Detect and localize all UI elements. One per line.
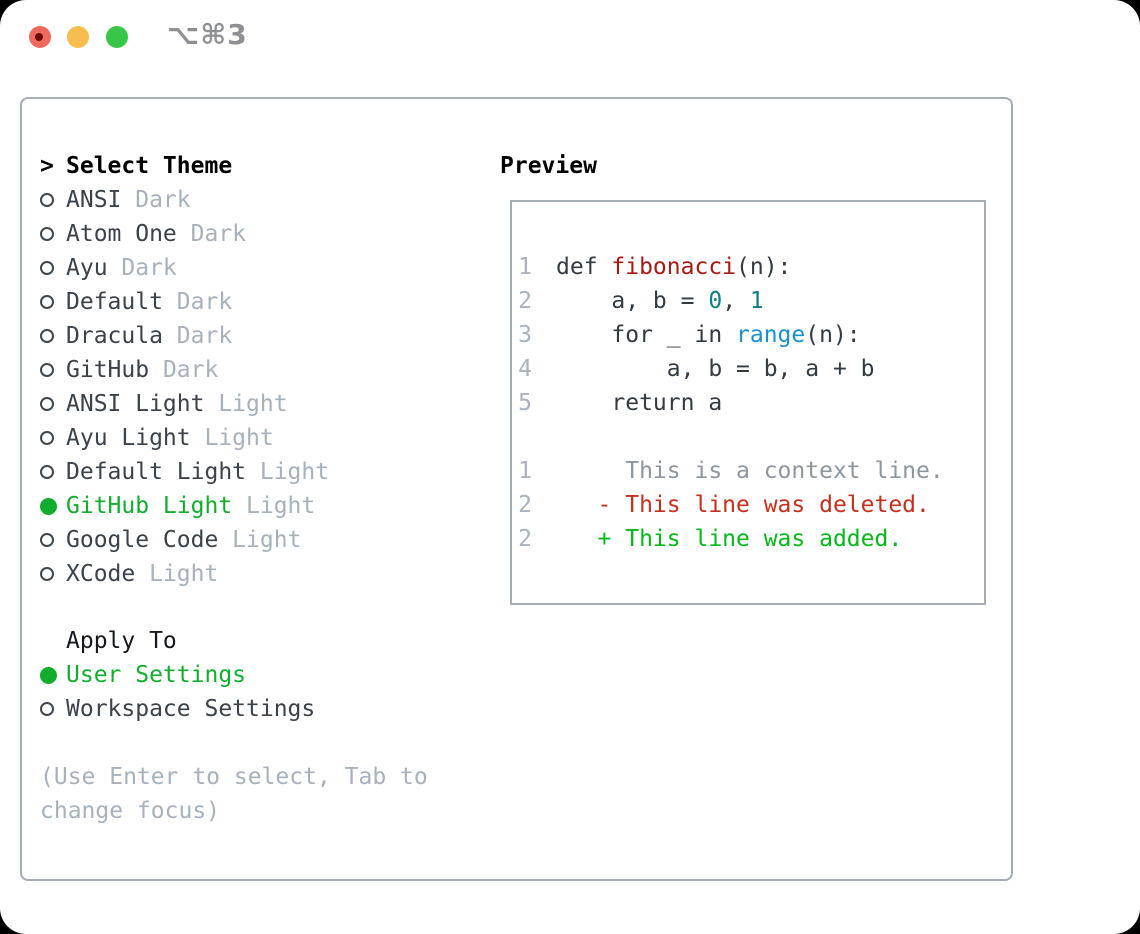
line-number: 3: [518, 322, 532, 348]
code-text: + This line was added.: [556, 526, 903, 552]
radio-selected-icon: [40, 666, 57, 684]
select-theme-title: Select Theme: [66, 153, 233, 179]
line-number: 4: [518, 356, 532, 382]
close-dot-icon: [35, 33, 43, 41]
code-text: return a: [556, 390, 723, 416]
theme-variant-tag: Dark: [176, 221, 247, 247]
option-label: Default: [66, 289, 163, 315]
code-text: a, b = b, a + b: [556, 356, 875, 382]
preview-code-line: 2 a, b = 0, 1: [518, 284, 976, 318]
radio-icon: [40, 567, 54, 581]
theme-option-github[interactable]: GitHub Dark: [40, 353, 480, 387]
theme-variant-tag: Light: [135, 561, 219, 587]
code-text: def fibonacci(n):: [556, 254, 792, 280]
radio-icon: [40, 261, 54, 275]
theme-option-xcode[interactable]: XCode Light: [40, 557, 480, 591]
option-label: Workspace Settings: [66, 696, 316, 722]
line-number: 2: [518, 526, 532, 552]
line-number: [518, 420, 532, 454]
line-number: 2: [518, 288, 532, 314]
option-label: ANSI Light: [66, 391, 205, 417]
theme-option-ayu-light[interactable]: Ayu Light Light: [40, 421, 480, 455]
preview-code-line: 2 + This line was added.: [518, 522, 976, 556]
radio-icon: [40, 295, 54, 309]
theme-variant-tag: Dark: [121, 187, 191, 213]
theme-option-default-light[interactable]: Default Light Light: [40, 455, 480, 489]
preview-code-line: 1 This is a context line.: [518, 454, 976, 488]
option-label: GitHub: [66, 357, 150, 383]
radio-icon: [40, 702, 54, 716]
keyboard-shortcut-label: ⌥⌘3: [167, 18, 248, 51]
line-number: 2: [518, 492, 532, 518]
option-label: GitHub Light: [66, 493, 233, 519]
radio-icon: [40, 533, 54, 547]
theme-variant-tag: Light: [246, 459, 330, 485]
theme-option-ayu[interactable]: Ayu Dark: [40, 251, 480, 285]
preview-code-line: 5 return a: [518, 386, 976, 420]
theme-variant-tag: Dark: [162, 323, 233, 349]
code-text: This is a context line.: [556, 458, 944, 484]
theme-option-ansi[interactable]: ANSI Dark: [40, 183, 480, 217]
theme-variant-tag: Dark: [107, 255, 177, 281]
line-number: 1: [518, 458, 532, 484]
option-label: Default Light: [66, 459, 247, 485]
radio-icon: [40, 397, 54, 411]
theme-option-atom-one[interactable]: Atom One Dark: [40, 217, 480, 251]
code-text: - This line was deleted.: [556, 492, 930, 518]
preview-code-line: 4 a, b = b, a + b: [518, 352, 976, 386]
code-text: a, b = 0, 1: [556, 288, 764, 314]
titlebar: ⌥⌘3: [0, 0, 1140, 74]
option-label: Ayu Light: [66, 425, 191, 451]
select-theme-header-row: > Select Theme: [40, 149, 480, 183]
help-text: (Use Enter to select, Tab to change focu…: [40, 764, 428, 824]
radio-selected-icon: [40, 497, 57, 515]
radio-icon: [40, 363, 54, 377]
theme-variant-tag: Light: [204, 391, 288, 417]
preview-code-line: [518, 420, 976, 454]
theme-variant-tag: Dark: [149, 357, 219, 383]
radio-icon: [40, 227, 54, 241]
minimize-button[interactable]: [67, 26, 89, 48]
theme-option-default[interactable]: Default Dark: [40, 285, 480, 319]
theme-variant-tag: Dark: [162, 289, 233, 315]
line-number: 1: [518, 254, 532, 280]
preview-code-line: 2 - This line was deleted.: [518, 488, 976, 522]
option-label: XCode: [66, 561, 136, 587]
theme-option-workspace-settings[interactable]: Workspace Settings: [40, 692, 480, 726]
theme-variant-tag: Light: [218, 527, 302, 553]
theme-option-ansi-light[interactable]: ANSI Light Light: [40, 387, 480, 421]
preview-code-line: 3 for _ in range(n):: [518, 318, 976, 352]
option-label: Dracula: [66, 323, 163, 349]
radio-icon: [40, 193, 54, 207]
theme-variant-tag: Light: [190, 425, 274, 451]
option-label: ANSI: [66, 187, 122, 213]
apply-to-title: Apply To: [66, 628, 177, 654]
theme-option-google-code[interactable]: Google Code Light: [40, 523, 480, 557]
theme-option-github-light[interactable]: GitHub Light Light: [40, 489, 480, 523]
theme-option-user-settings[interactable]: User Settings: [40, 658, 480, 692]
option-label: Ayu: [66, 255, 108, 281]
preview-code-line: 1 def fibonacci(n):: [518, 250, 976, 284]
radio-icon: [40, 465, 54, 479]
apply-to-header-row: Apply To: [40, 624, 480, 658]
code-text: for _ in range(n):: [556, 322, 861, 348]
radio-icon: [40, 329, 54, 343]
line-number: 5: [518, 390, 532, 416]
prompt-caret-icon: >: [40, 153, 54, 179]
preview-title: Preview: [500, 153, 597, 179]
radio-icon: [40, 431, 54, 445]
option-label: User Settings: [66, 662, 247, 688]
zoom-button[interactable]: [106, 26, 128, 48]
option-label: Atom One: [66, 221, 177, 247]
close-button[interactable]: [29, 26, 51, 48]
theme-variant-tag: Light: [232, 493, 316, 519]
option-label: Google Code: [66, 527, 219, 553]
theme-option-dracula[interactable]: Dracula Dark: [40, 319, 480, 353]
